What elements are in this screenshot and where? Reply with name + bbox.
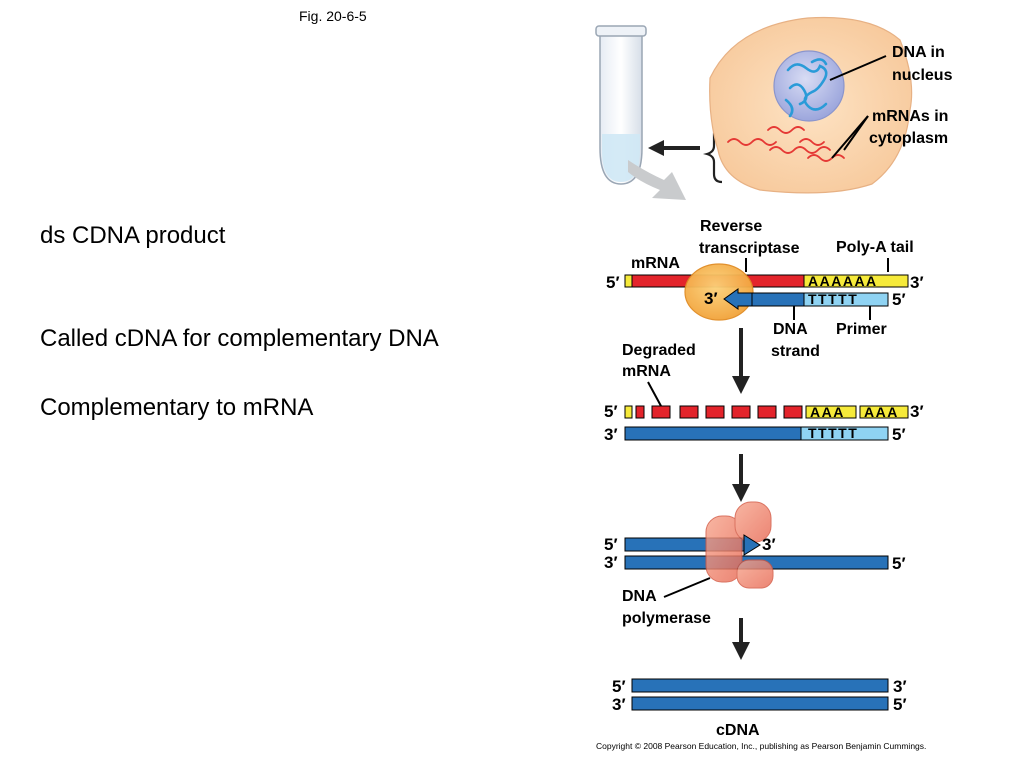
label-degraded-mrna-line2: mRNA [622, 363, 671, 380]
label-cdna: cDNA [716, 722, 760, 739]
nucleus-icon [773, 50, 845, 122]
step4-bottom-5prime: 5′ [893, 695, 907, 714]
step3-top-5prime: 5′ [604, 535, 618, 554]
step4-top-5prime: 5′ [612, 677, 626, 696]
label-reverse-transcriptase-line1: Reverse [700, 218, 762, 235]
left-arrow-icon [648, 140, 700, 156]
label-primer: Primer [836, 321, 887, 338]
mrna-squiggles-icon [727, 126, 845, 162]
step3-arrow-3prime: 3′ [762, 535, 776, 554]
step2-top-5prime: 5′ [604, 402, 618, 421]
down-arrow-icon [732, 618, 750, 660]
step1-poly-a: AAAAAA [808, 273, 878, 289]
label-dna-in-nucleus-line1: DNA in [892, 44, 945, 61]
step2-bottom-3prime: 3′ [604, 425, 618, 444]
bullet-complementary-to-mrna: Complementary to mRNA [40, 394, 314, 421]
curved-arrow-icon [628, 160, 686, 200]
label-dna-in-nucleus-line2: nucleus [892, 67, 953, 84]
label-mrnas-in-cytoplasm-line1: mRNAs in [872, 108, 948, 125]
label-dna-polymerase-line2: polymerase [622, 610, 711, 627]
step2-poly-a-right: AAA [864, 404, 899, 420]
step1-bottom-5prime: 5′ [892, 290, 906, 309]
step1-top-3prime: 3′ [910, 273, 924, 292]
label-mrnas-in-cytoplasm-line2: cytoplasm [869, 130, 948, 147]
step2-bottom-5prime: 5′ [892, 425, 906, 444]
step2-poly-t: TTTTT [808, 425, 858, 441]
step1-inner-3prime: 3′ [704, 289, 718, 308]
step1-poly-t: TTTTT [808, 291, 858, 307]
step4-bottom-3prime: 3′ [612, 695, 626, 714]
label-poly-a-tail: Poly-A tail [836, 239, 914, 256]
figure-label: Fig. 20-6-5 [299, 8, 367, 24]
down-arrow-icon [732, 328, 750, 394]
step3-bottom-3prime: 3′ [604, 553, 618, 572]
bullet-ds-cdna-product: ds CDNA product [40, 222, 226, 249]
reverse-transcriptase-icon [684, 263, 754, 321]
label-reverse-transcriptase-line2: transcriptase [699, 240, 800, 257]
step4-top-3prime: 3′ [893, 677, 907, 696]
label-dna-strand-line2: strand [771, 343, 820, 360]
step1-top-5prime: 5′ [606, 273, 620, 292]
dna-polymerase-icon [705, 501, 774, 589]
copyright-notice: Copyright © 2008 Pearson Education, Inc.… [596, 741, 926, 751]
down-arrow-icon [732, 454, 750, 502]
label-dna-strand-line1: DNA [773, 321, 808, 338]
bullet-called-cdna: Called cDNA for complementary DNA [40, 325, 439, 352]
label-degraded-mrna-line1: Degraded [622, 342, 696, 359]
step3-bottom-5prime: 5′ [892, 554, 906, 573]
dna-squiggle-icon [784, 58, 828, 118]
test-tube-icon [595, 25, 647, 185]
step2-top-3prime: 3′ [910, 402, 924, 421]
label-mrna: mRNA [631, 255, 680, 272]
step2-poly-a-left: AAA [810, 404, 845, 420]
label-dna-polymerase-line1: DNA [622, 588, 657, 605]
